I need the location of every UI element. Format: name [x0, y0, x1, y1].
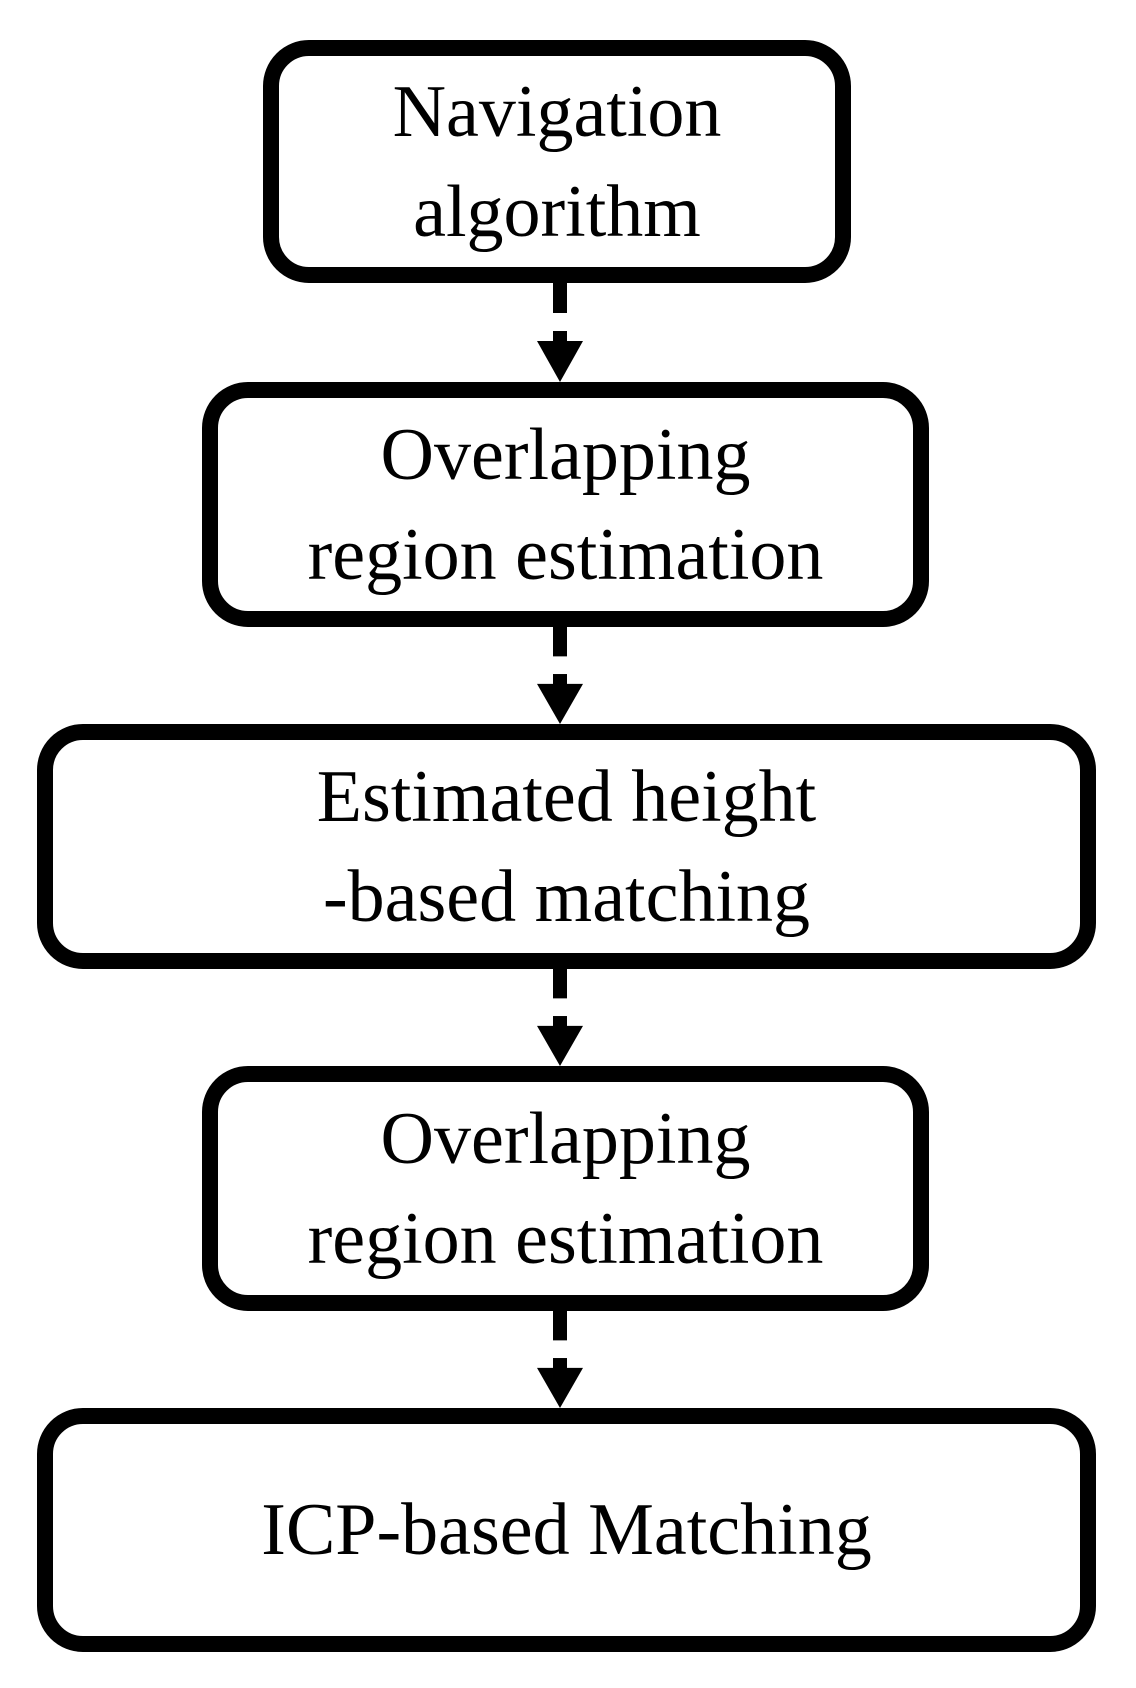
- flow-step-navigation-algorithm: Navigation algorithm: [263, 40, 851, 283]
- flow-step-label-line: Navigation: [392, 70, 722, 153]
- down-arrow-icon: [537, 627, 583, 724]
- down-arrow-icon: [537, 969, 583, 1066]
- down-arrow-icon: [537, 283, 583, 382]
- flow-step-label-line: region estimation: [307, 1197, 824, 1280]
- flow-step-label-line: Estimated height: [316, 755, 817, 838]
- flow-step-label-line: Overlapping: [380, 1097, 751, 1180]
- flow-step-label-line: region estimation: [307, 513, 824, 596]
- flow-step-label-line: -based matching: [323, 855, 810, 938]
- flow-step-overlapping-region-estimation-1: Overlapping region estimation: [202, 382, 929, 627]
- flow-step-label-line: ICP-based Matching: [261, 1489, 872, 1571]
- flow-step-overlapping-region-estimation-2: Overlapping region estimation: [202, 1066, 929, 1311]
- flow-step-icp-based-matching: ICP-based Matching: [37, 1408, 1096, 1652]
- down-arrow-icon: [537, 1311, 583, 1408]
- flow-step-estimated-height-based-matching: Estimated height -based matching: [37, 724, 1096, 969]
- flow-step-label-line: Overlapping: [380, 413, 751, 496]
- flow-step-label-line: algorithm: [413, 170, 701, 253]
